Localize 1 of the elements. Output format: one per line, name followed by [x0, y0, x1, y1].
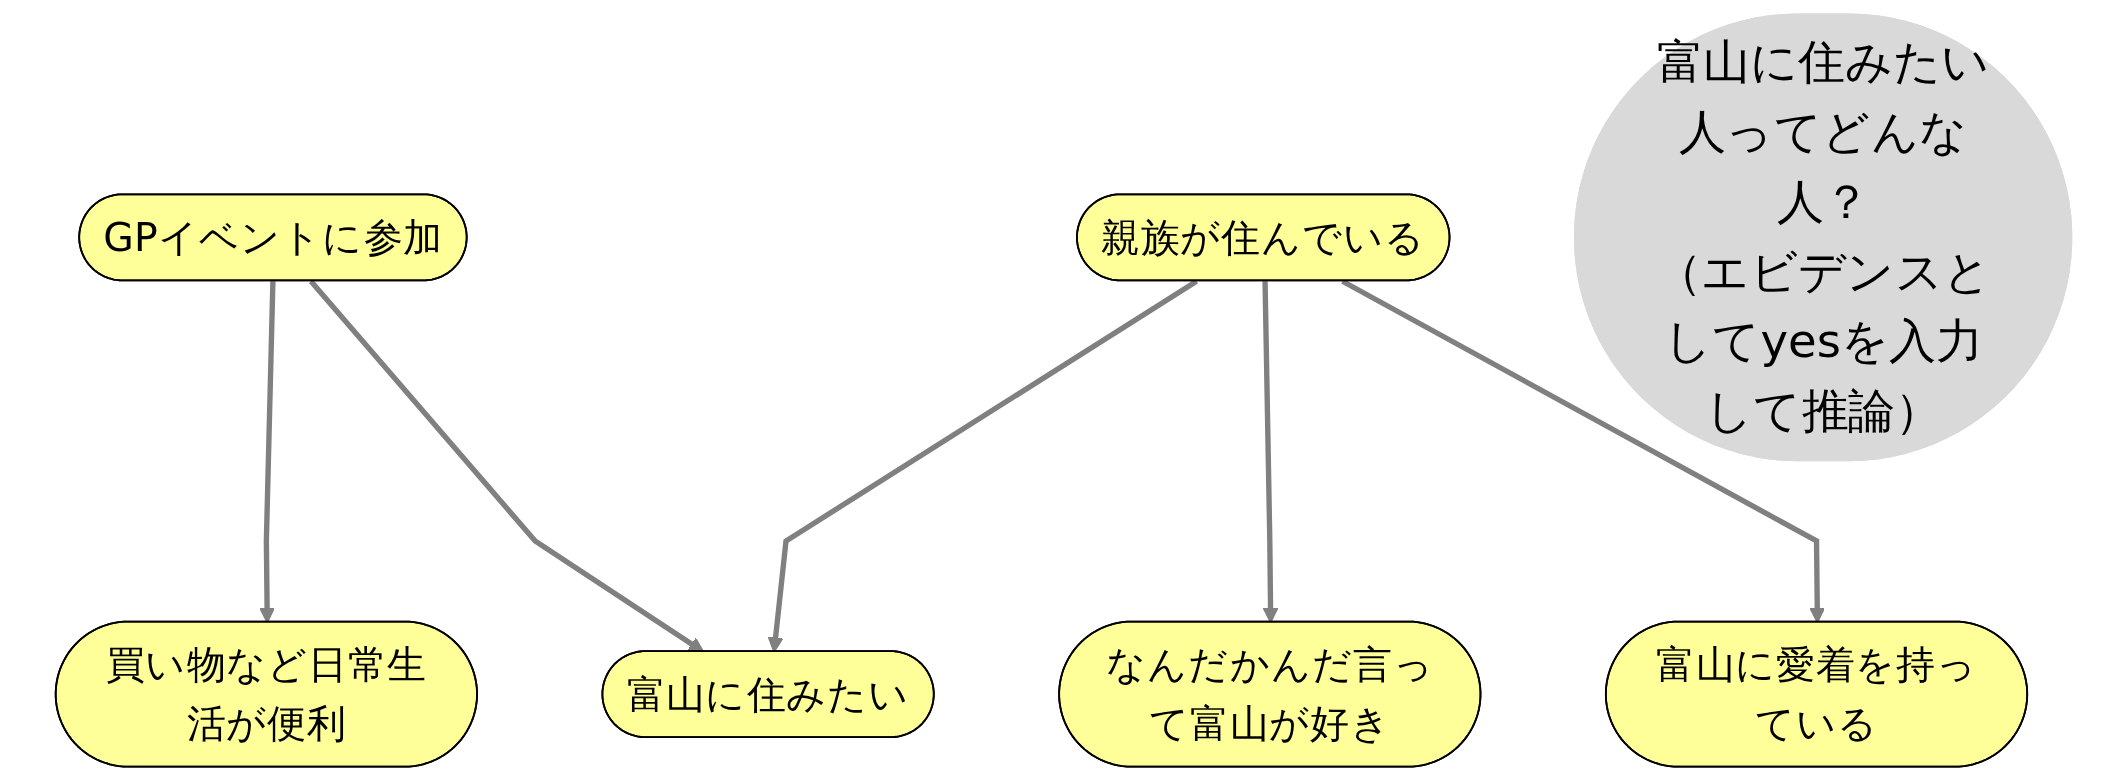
- arrow: [308, 279, 705, 653]
